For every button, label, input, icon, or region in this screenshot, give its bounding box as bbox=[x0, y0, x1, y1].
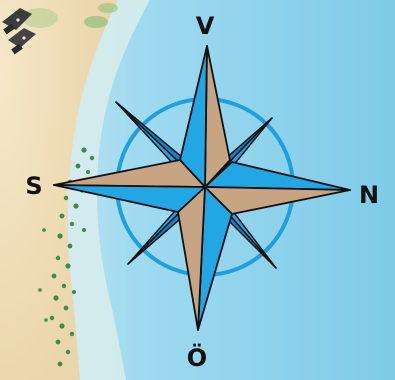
compass-label-right: N bbox=[359, 181, 379, 209]
compass-label-top: V bbox=[196, 12, 215, 40]
compass-label-left: S bbox=[25, 172, 42, 200]
compass-label-bottom: Ö bbox=[187, 342, 207, 372]
